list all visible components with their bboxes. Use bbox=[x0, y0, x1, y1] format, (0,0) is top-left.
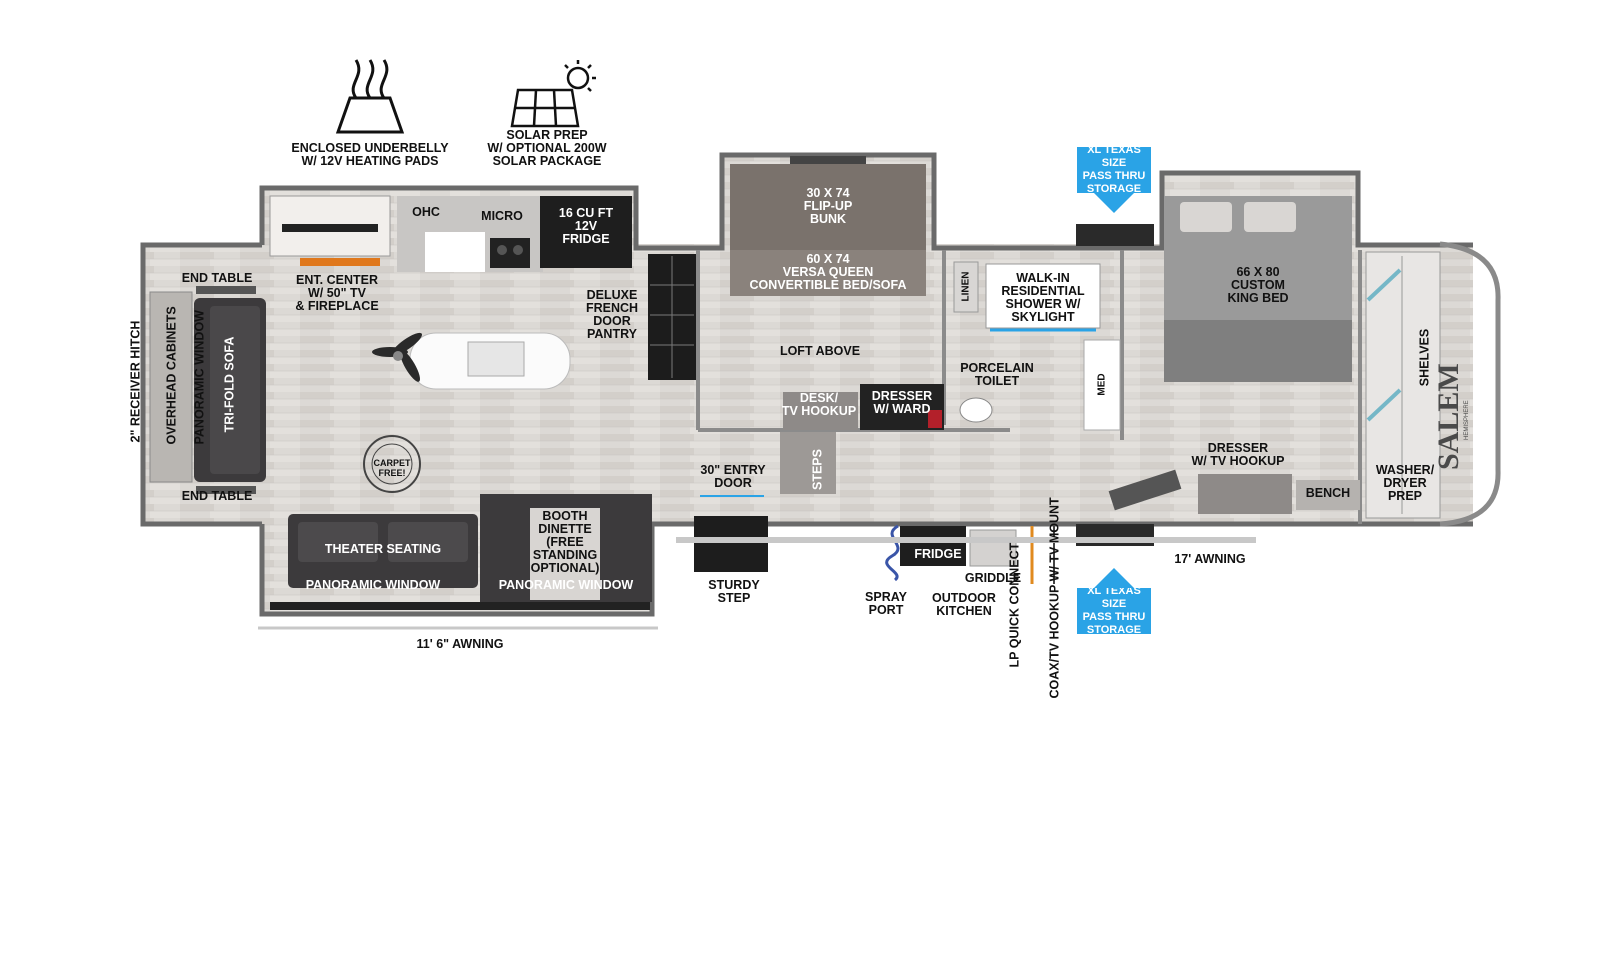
theater-seating-label: THEATER SEATING bbox=[324, 542, 442, 556]
bench bbox=[1296, 480, 1360, 510]
panoramic-window-front-label: PANORAMIC WINDOW bbox=[192, 310, 207, 445]
pantry-label: DELUXE FRENCH DOOR PANTRY bbox=[585, 288, 639, 341]
flip-up-bunk-label: 30 X 74 FLIP-UP BUNK bbox=[803, 186, 853, 226]
svg-text:HEMISPHERE: HEMISPHERE bbox=[1464, 400, 1470, 440]
king-bed-label: 66 X 80 CUSTOM KING BED bbox=[1227, 265, 1289, 305]
carpet-free-badge bbox=[363, 435, 421, 493]
outdoor-fridge bbox=[900, 526, 966, 566]
toilet-label: PORCELAIN TOILET bbox=[960, 361, 1034, 388]
underbelly-feature-text: ENCLOSED UNDERBELLY W/ 12V HEATING PADS bbox=[291, 141, 449, 168]
desk-label: DESK/ TV HOOKUP bbox=[781, 391, 857, 418]
outdoor-fridge-label: FRIDGE bbox=[914, 547, 962, 561]
washer-dryer-closet bbox=[1365, 251, 1441, 519]
storage-callout-top: XL TEXAS SIZE PASS THRU STORAGE bbox=[1077, 144, 1151, 213]
bathroom-vanity bbox=[1083, 339, 1121, 431]
overhead-cabinets-label: OVERHEAD CABINETS bbox=[164, 306, 179, 445]
ohc-label: OHC bbox=[412, 205, 440, 219]
versa-queen-label: 60 X 74 VERSA QUEEN CONVERTIBLE BED/SOFA bbox=[749, 252, 907, 292]
spray-port-icon bbox=[885, 524, 900, 582]
awning-rear-label: 17' AWNING bbox=[1174, 552, 1246, 566]
end-table-top-label: END TABLE bbox=[181, 271, 253, 285]
bench-label: BENCH bbox=[1305, 486, 1351, 500]
coax-hookup-label: COAX/TV HOOKUP W/ TV MOUNT bbox=[1047, 497, 1062, 699]
storage-top-text: XL TEXAS SIZE PASS THRU STORAGE bbox=[1082, 144, 1146, 195]
shower-label: WALK-IN RESIDENTIAL SHOWER W/ SKYLIGHT bbox=[1001, 271, 1085, 324]
fridge-16-label: 16 CU FT 12V FRIDGE bbox=[558, 206, 614, 246]
versa-queen-bed bbox=[730, 250, 926, 296]
washer-dryer-label: WASHER/ DRYER PREP bbox=[1375, 463, 1435, 503]
ent-center-label: ENT. CENTER W/ 50" TV & FIREPLACE bbox=[295, 273, 379, 313]
end-table-top bbox=[196, 286, 256, 294]
tri-fold-sofa-label: TRI-FOLD SOFA bbox=[222, 336, 237, 433]
outdoor-kitchen-label: OUTDOOR KITCHEN bbox=[932, 591, 996, 618]
med-label: MED bbox=[1096, 373, 1108, 396]
fridge-16-cu-ft bbox=[540, 196, 632, 268]
ceiling-fan-icon bbox=[372, 332, 423, 382]
steps-label: STEPS bbox=[810, 449, 825, 490]
dresser-tv-label: DRESSER W/ TV HOOKUP bbox=[1191, 441, 1285, 468]
heat-waves-icon bbox=[335, 59, 405, 134]
toilet bbox=[959, 397, 993, 423]
steps bbox=[780, 432, 836, 494]
cooktop bbox=[490, 238, 530, 268]
panoramic-window-label-1: PANORAMIC WINDOW bbox=[305, 578, 441, 592]
booth-dinette-label: BOOTH DINETTE (FREE STANDING OPTIONAL) bbox=[530, 509, 600, 575]
solar-panel-icon bbox=[510, 60, 596, 128]
lp-quick-connect-label: LP QUICK CONNECT bbox=[1007, 542, 1022, 668]
brand-logo: SALEM HEMISPHERE bbox=[1432, 363, 1470, 470]
carpet-free-label: CARPET FREE! bbox=[373, 458, 411, 478]
griddle bbox=[969, 529, 1017, 567]
griddle-label: GRIDDLE bbox=[964, 571, 1022, 585]
linen-label: LINEN bbox=[960, 271, 972, 302]
dresser-ward-label: DRESSER W/ WARD bbox=[871, 389, 933, 416]
flip-up-bunk bbox=[730, 164, 926, 250]
dresser-top bbox=[1108, 469, 1182, 511]
linen-closet bbox=[953, 261, 979, 313]
svg-text:SALEM: SALEM bbox=[1432, 363, 1465, 470]
end-table-bottom bbox=[196, 486, 256, 494]
sturdy-step-label: STURDY STEP bbox=[708, 578, 760, 605]
micro-label: MICRO bbox=[481, 209, 523, 223]
walk-in-shower bbox=[985, 263, 1101, 329]
panoramic-window-label-2: PANORAMIC WINDOW bbox=[498, 578, 634, 592]
loft-above-label: LOFT ABOVE bbox=[779, 344, 861, 358]
end-table-bottom-label: END TABLE bbox=[181, 489, 253, 503]
dresser bbox=[1198, 474, 1292, 514]
receiver-hitch-label: 2" RECEIVER HITCH bbox=[128, 320, 143, 443]
awning-front-label: 11' 6" AWNING bbox=[416, 637, 504, 651]
storage-bottom-text: XL TEXAS SIZE PASS THRU STORAGE bbox=[1082, 585, 1146, 636]
overhead-cabinets bbox=[149, 291, 193, 483]
pass-thru-storage-top bbox=[1076, 224, 1154, 246]
storage-callout-bottom: XL TEXAS SIZE PASS THRU STORAGE bbox=[1077, 568, 1151, 636]
entry-door-label: 30" ENTRY DOOR bbox=[700, 463, 766, 490]
spray-port-label: SPRAY PORT bbox=[865, 590, 907, 617]
sturdy-step bbox=[694, 516, 768, 572]
desk bbox=[783, 392, 858, 430]
solar-feature-text: SOLAR PREP W/ OPTIONAL 200W SOLAR PACKAG… bbox=[487, 128, 607, 168]
